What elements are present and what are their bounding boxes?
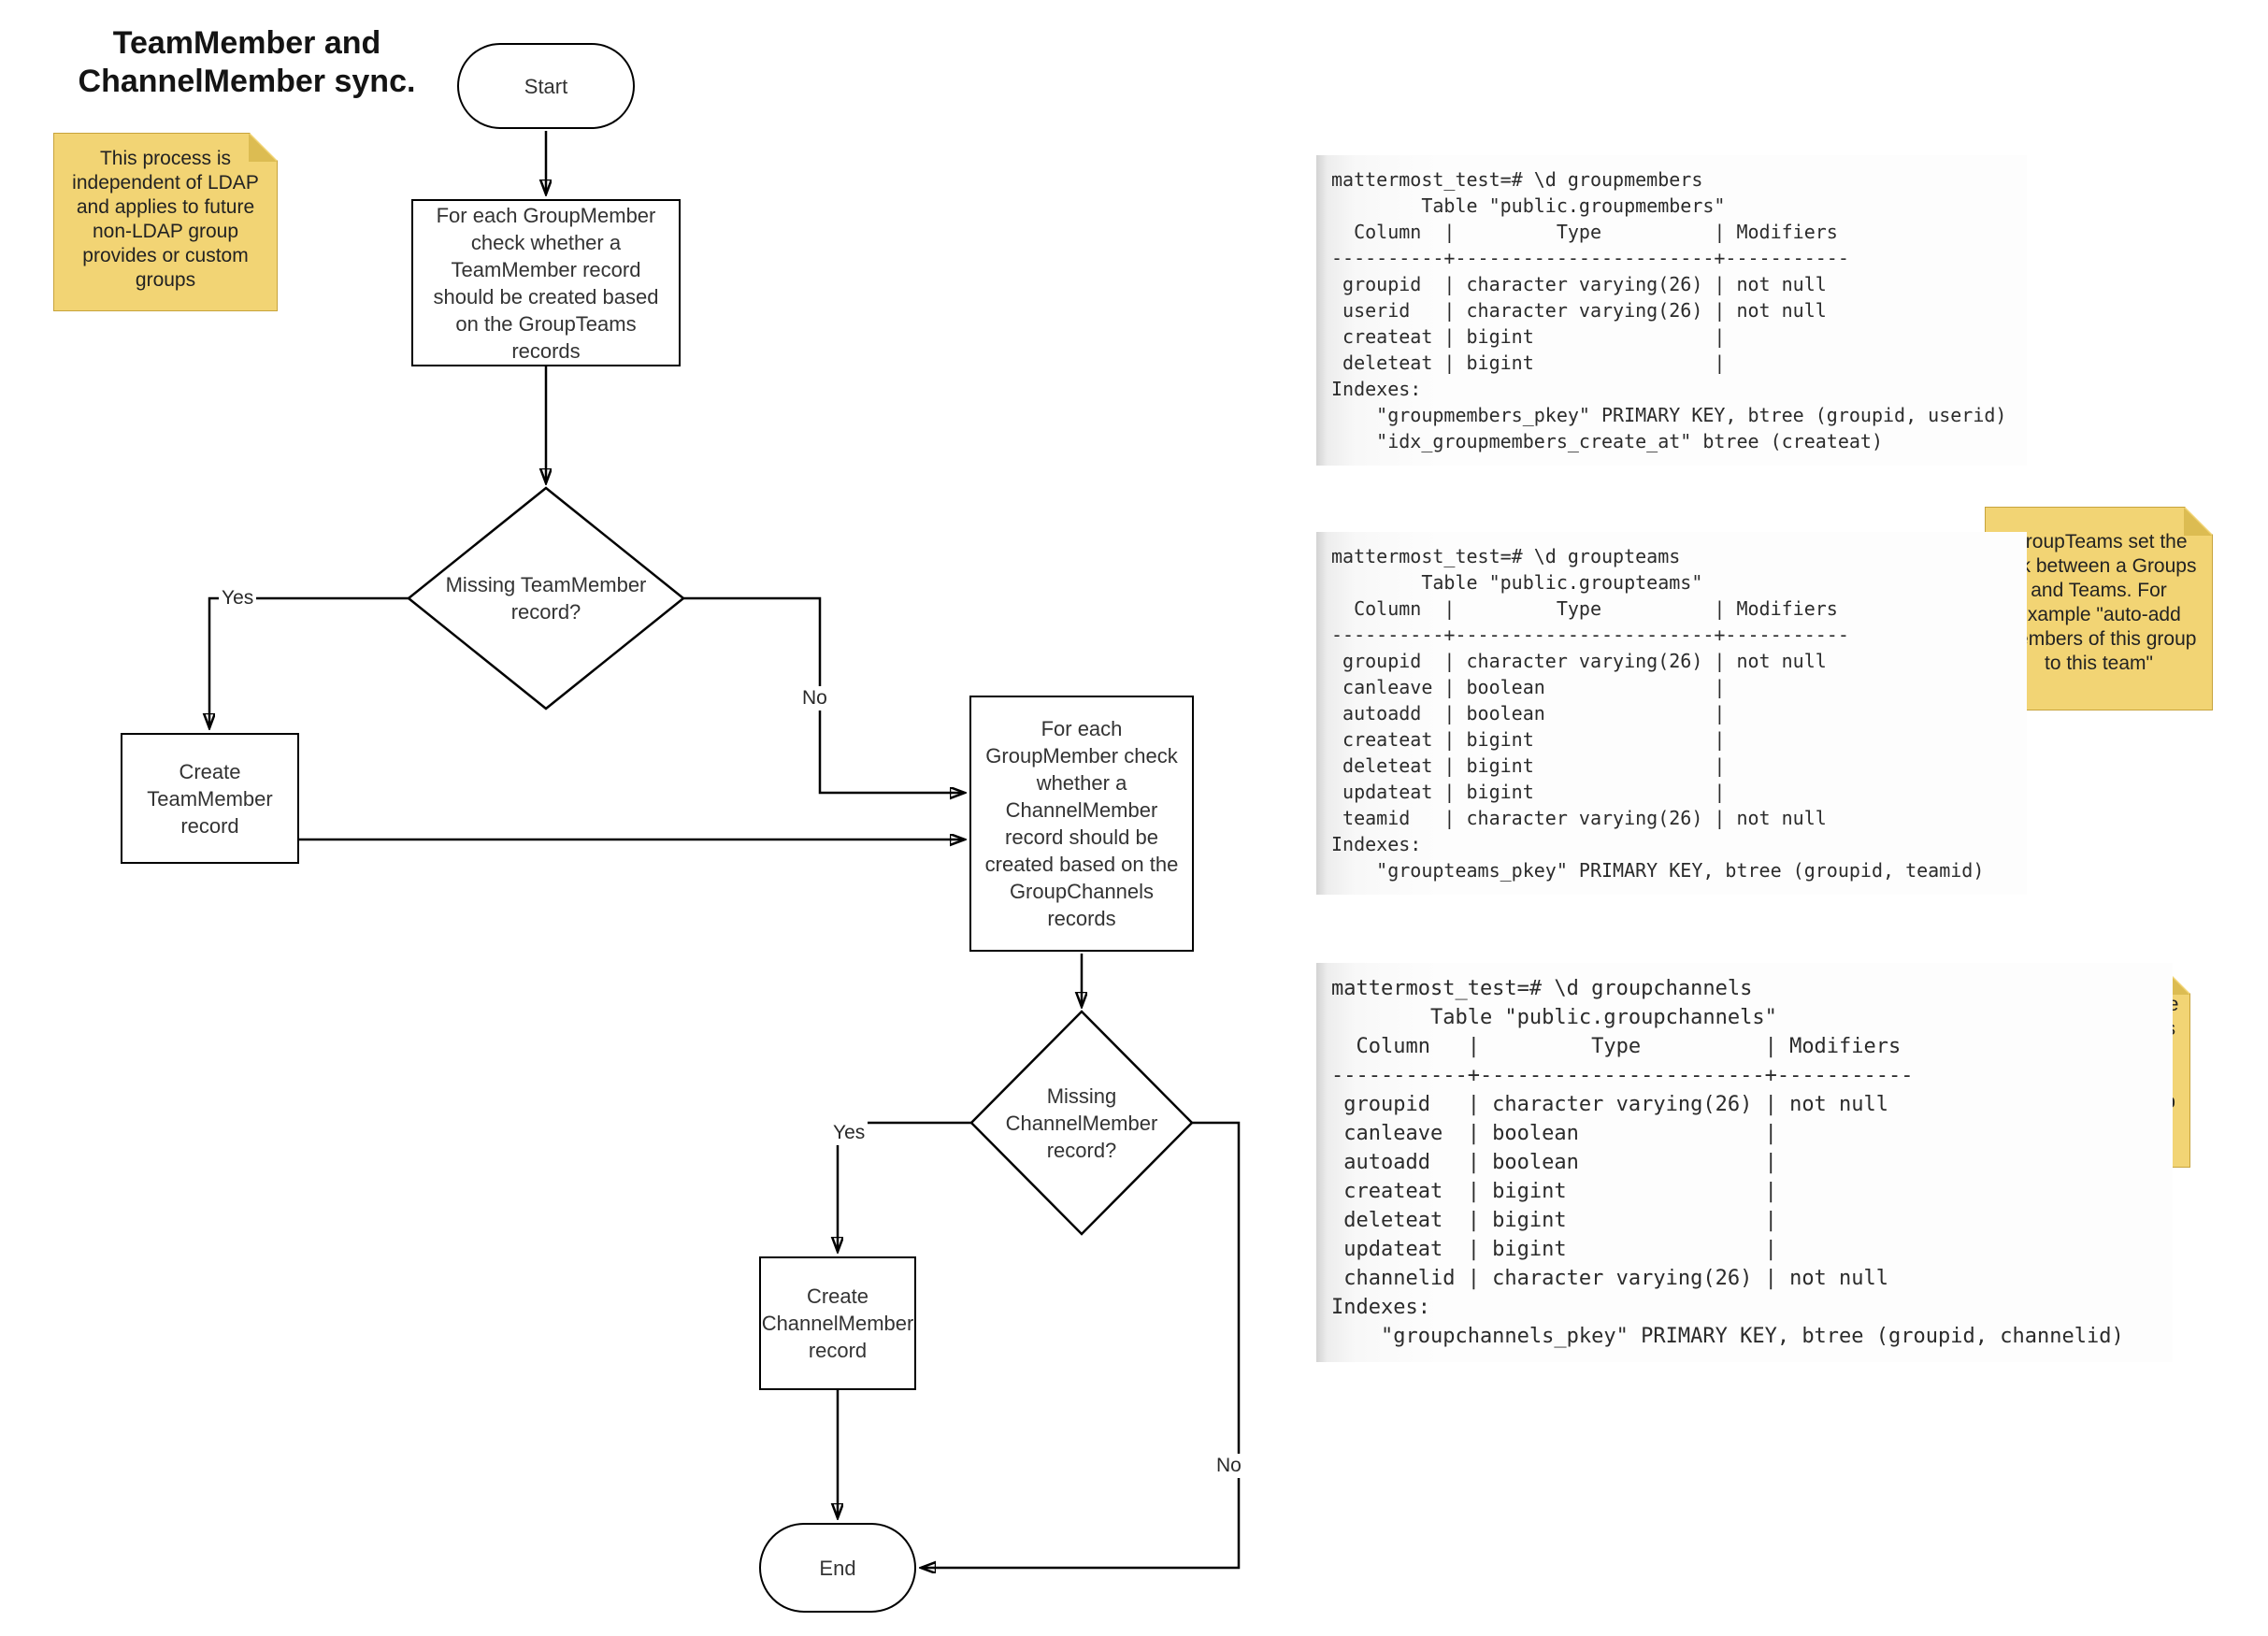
process-create-channelmember-label: Create ChannelMember record: [761, 1284, 914, 1362]
terminal-groupteams: mattermost_test=# \d groupteams Table "p…: [1316, 532, 2027, 895]
process-check-teammember-label: For each GroupMember check whether a Tea…: [433, 203, 659, 363]
process-create-teammember-label: Create TeamMember record: [147, 759, 273, 838]
sticky-note-text: This process is independent of LDAP and …: [72, 148, 259, 291]
edge-label-channel-yes: Yes: [830, 1121, 868, 1145]
process-create-teammember: Create TeamMember record: [121, 733, 299, 864]
process-check-channelmember-label: For each GroupMember check whether a Cha…: [984, 717, 1179, 930]
start-node: Start: [457, 43, 635, 129]
edge-label-channel-no: No: [1213, 1454, 1244, 1478]
decision-team-diamond: [407, 486, 685, 710]
decision-team-label: Missing TeamMember record?: [445, 573, 647, 624]
edge-decision-channel-no: [922, 1121, 1241, 1568]
sticky-note-text: GroupTeams set the link between a Groups…: [2001, 531, 2197, 674]
sticky-note-ldap: This process is independent of LDAP and …: [53, 133, 278, 311]
decision-channel-diamond: [969, 1010, 1194, 1236]
end-node: End: [759, 1523, 916, 1613]
start-node-label: Start: [524, 74, 568, 98]
process-check-channelmember: For each GroupMember check whether a Cha…: [969, 696, 1194, 952]
process-check-teammember: For each GroupMember check whether a Tea…: [411, 199, 681, 366]
end-node-label: End: [819, 1556, 856, 1580]
edge-decision-team-yes: [209, 596, 409, 727]
edge-label-team-no: No: [799, 686, 830, 710]
process-create-channelmember: Create ChannelMember record: [759, 1256, 916, 1390]
decision-channel-label: Missing ChannelMember record?: [1005, 1083, 1158, 1162]
terminal-groupchannels: mattermost_test=# \d groupchannels Table…: [1316, 963, 2173, 1362]
edge-label-team-yes: Yes: [219, 586, 257, 610]
terminal-groupmembers: mattermost_test=# \d groupmembers Table …: [1316, 155, 2027, 466]
page-title: TeamMember and ChannelMember sync.: [78, 25, 416, 99]
